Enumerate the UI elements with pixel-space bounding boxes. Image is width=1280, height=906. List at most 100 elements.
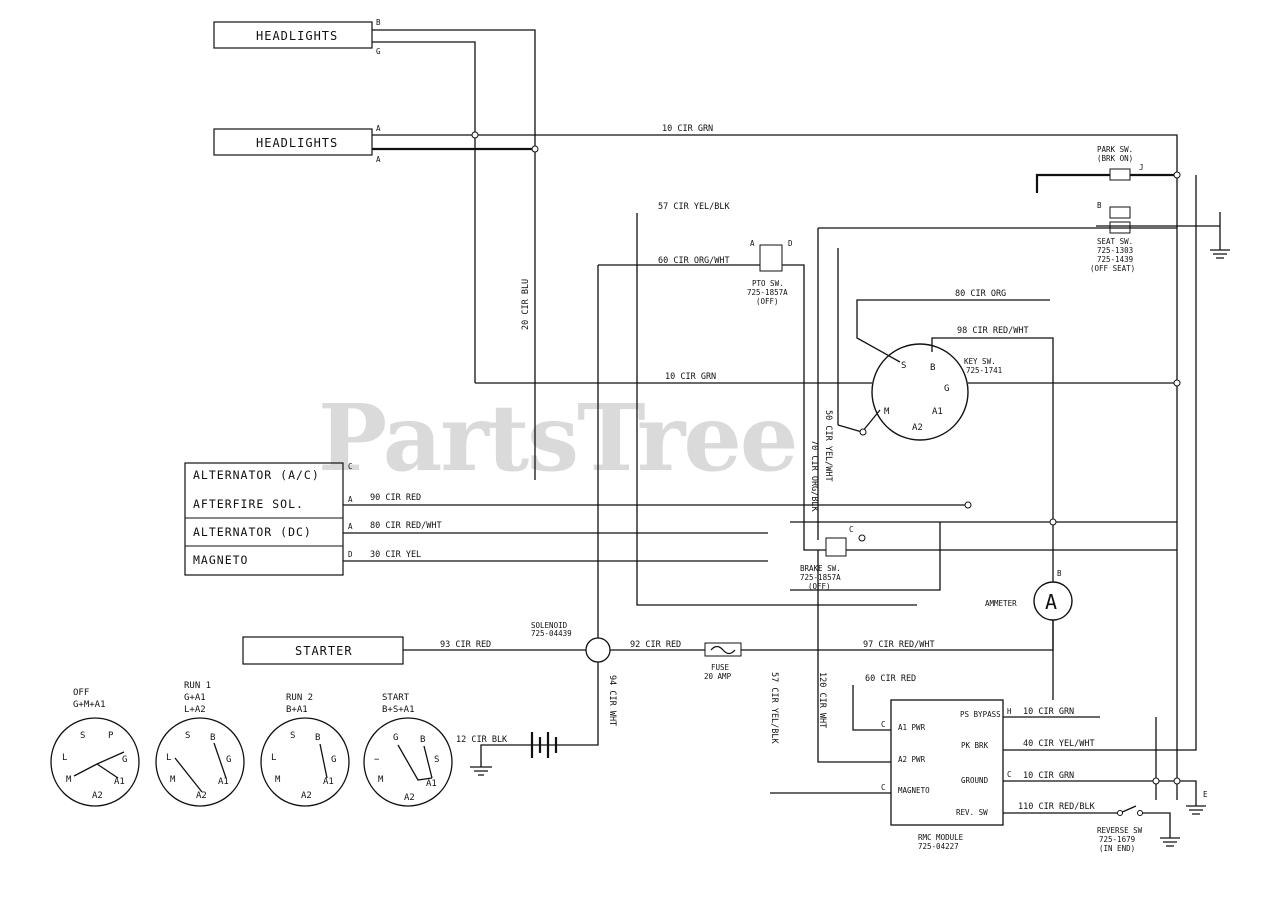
pos-run1-l: L: [166, 753, 171, 763]
wire-label-92-red: 92 CIR RED: [630, 640, 681, 650]
pto-switch: [759, 244, 783, 272]
watermark: PartsTree: [318, 384, 796, 492]
reverse-pn: 725-1679: [1099, 835, 1135, 844]
wire-label-93-red: 93 CIR RED: [440, 640, 491, 650]
position-run2: RUN 2 B+A1 S B L G M A1 A2: [260, 693, 350, 807]
pos-run2-s: S: [290, 731, 295, 741]
terminal-h: H: [1007, 707, 1012, 716]
brake-pn: 725-1857A: [800, 573, 841, 582]
wire-label-10-grn-rmc: 10 CIR GRN: [1023, 707, 1074, 717]
wire-park: [1035, 173, 1177, 193]
wire-label-10-grn: 10 CIR GRN: [662, 124, 713, 134]
pos-run2-a1: A1: [323, 777, 334, 787]
wire-headlight-g: [372, 41, 476, 383]
wire-label-98-red-wht: 98 CIR RED/WHT: [957, 326, 1029, 336]
wire-label-60-red: 60 CIR RED: [865, 674, 916, 684]
park-sw-state: (BRK ON): [1097, 154, 1133, 163]
solenoid-symbol: [585, 637, 611, 663]
position-start-name: START: [382, 693, 410, 703]
junction: [1173, 171, 1181, 179]
magneto-label: MAGNETO: [193, 553, 248, 567]
headlights-mid-box: [213, 128, 373, 156]
terminal-b: B: [376, 18, 381, 27]
position-start: START B+S+A1 G B − S M A1 A2: [363, 693, 453, 807]
ground-symbol-battery: [470, 766, 492, 776]
key-sw-label: KEY SW.: [964, 357, 996, 366]
wire-mag-ret: [790, 522, 941, 591]
starter-label: STARTER: [295, 644, 353, 658]
terminal-j: J: [1139, 163, 1144, 172]
pos-run2-m: M: [275, 775, 281, 785]
wire-key-a: [837, 409, 881, 433]
terminal-c-block: C: [348, 462, 353, 471]
component-block: [184, 462, 344, 576]
ground-symbol-reverse: [1160, 837, 1180, 847]
brake-state: (OFF): [808, 582, 831, 591]
position-start-links: [397, 744, 433, 781]
pos-start-minus: −: [374, 755, 380, 765]
position-run2-name: RUN 2: [286, 693, 313, 703]
terminal-b-ammeter: B: [1057, 569, 1062, 578]
terminal-a2: A: [376, 155, 381, 164]
wire-label-12-blk: 12 CIR BLK: [456, 735, 508, 745]
terminal: [858, 534, 866, 542]
pos-run2-l: L: [271, 753, 276, 763]
rmc-title: RMC MODULE: [918, 833, 964, 842]
position-run1-links: [174, 742, 227, 793]
junction: [1173, 777, 1181, 785]
junction: [471, 131, 479, 139]
junction: [1049, 518, 1057, 526]
position-run1: RUN 1 G+A1 L+A2 S B L G M A1 A2: [155, 681, 245, 807]
wire-10-grn-top: [372, 134, 1178, 800]
wire-pto-brake: [782, 264, 830, 551]
wire-label-80-org: 80 CIR ORG: [955, 289, 1006, 299]
seat-pn2: 725-1439: [1097, 255, 1133, 264]
position-run1-combo2: L+A2: [184, 705, 206, 715]
terminal-a1: A: [376, 124, 381, 133]
pos-run2-a2: A2: [301, 791, 312, 801]
position-start-dial: [363, 717, 453, 807]
wire-label-70-org-blk: 70 CIR ORG/BLK: [809, 440, 819, 513]
position-start-combo: B+S+A1: [382, 705, 415, 715]
wire-label-10-grn-mid: 10 CIR GRN: [665, 372, 716, 382]
terminal-e: E: [1203, 790, 1208, 799]
ground-symbol-seat: [1210, 249, 1230, 259]
pos-run2-b: B: [315, 733, 320, 743]
wire-label-97-red-wht: 97 CIR RED/WHT: [863, 640, 935, 650]
position-off-combo: G+M+A1: [73, 700, 106, 710]
seat-state: (OFF SEAT): [1090, 264, 1135, 273]
pos-off-l: L: [62, 753, 67, 763]
pos-off-s: S: [80, 731, 85, 741]
wire-12-blk: [480, 744, 528, 767]
wire-label-57-yel-blk: 57 CIR YEL/BLK: [658, 202, 731, 212]
pos-off-p: P: [108, 731, 114, 741]
brake-switch: [825, 537, 847, 557]
terminal-d-pto: D: [788, 239, 793, 248]
reverse-state: (IN END): [1099, 844, 1135, 853]
wire-headlight-b: [372, 29, 536, 480]
terminal: [1117, 810, 1123, 816]
rmc-magneto: MAGNETO: [898, 786, 930, 795]
wire-57-yel-blk: [636, 213, 917, 606]
fuse-rating: 20 AMP: [704, 672, 732, 681]
position-run1-combo1: G+A1: [184, 693, 206, 703]
wire-label-110-red-blk: 110 CIR RED/BLK: [1018, 802, 1096, 812]
junction: [531, 145, 539, 153]
park-switch: [1109, 168, 1131, 181]
wire-label-20-blu: 20 CIR BLU: [521, 279, 531, 330]
wire-label-94-wht: 94 CIR WHT: [607, 675, 617, 726]
terminal-a-pto: A: [750, 239, 755, 248]
pto-state: (OFF): [756, 297, 779, 306]
wire-label-120-wht: 120 CIR WHT: [817, 672, 827, 728]
wire-94-wht: [568, 662, 599, 746]
pos-run1-s: S: [185, 731, 190, 741]
pto-sw-label: PTO SW.: [752, 279, 784, 288]
position-run2-dial: [260, 717, 350, 807]
headlights-top-box: [213, 21, 373, 49]
rmc-gnd: GROUND: [961, 776, 989, 785]
wire-40-yel-wht: [1003, 175, 1197, 751]
ammeter-letter: A: [1045, 590, 1057, 614]
terminal-c-a1: C: [881, 720, 886, 729]
terminal-c-mag: C: [881, 783, 886, 792]
